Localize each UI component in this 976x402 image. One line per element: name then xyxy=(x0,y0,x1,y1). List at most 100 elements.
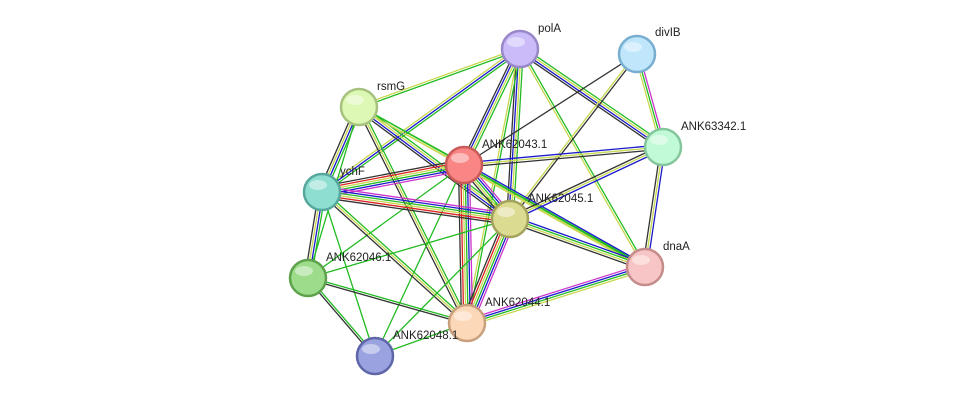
edge-evidence-line xyxy=(517,51,662,151)
edge-evidence-line xyxy=(519,49,663,149)
edge-evidence-line xyxy=(464,164,469,323)
edge-divib-ank62045-1 xyxy=(508,52,639,221)
edge-evidence-line xyxy=(320,158,464,188)
edge-pola-ychf xyxy=(320,46,522,195)
node-circle[interactable] xyxy=(500,29,540,69)
node-circle[interactable] xyxy=(617,34,657,74)
edge-pola-dnaa xyxy=(518,48,647,268)
edge-evidence-line xyxy=(320,193,466,326)
edge-rsmg-ank62044-1 xyxy=(356,105,470,325)
edge-evidence-line xyxy=(464,49,522,166)
edge-evidence-line xyxy=(462,165,467,324)
edge-evidence-line xyxy=(322,169,466,199)
node-rsmg[interactable] xyxy=(339,87,379,127)
edge-ank62045-1-ank62046-1 xyxy=(307,218,511,279)
node-ank62043-1[interactable] xyxy=(444,145,484,185)
edge-divib-ank62043-1 xyxy=(463,53,638,166)
edge-evidence-line xyxy=(321,163,464,192)
edge-evidence-line xyxy=(321,192,510,221)
node-highlight xyxy=(507,37,525,47)
edge-ank62045-1-dnaa xyxy=(508,215,647,271)
node-label-ank62048-1: ANK62048.1 xyxy=(393,330,458,342)
edge-evidence-line xyxy=(466,50,524,167)
edge-ank62043-1-ank62048-1 xyxy=(374,164,465,357)
edge-pola-ank62044-1 xyxy=(465,48,522,324)
node-highlight xyxy=(295,266,313,276)
edge-evidence-line xyxy=(510,49,522,220)
edge-evidence-line xyxy=(457,165,463,324)
node-dnaa[interactable] xyxy=(625,247,665,287)
edge-pola-ank63342-1 xyxy=(517,45,666,151)
edge-evidence-line xyxy=(321,191,468,324)
edge-evidence-line xyxy=(464,148,664,168)
node-ank62046-1[interactable] xyxy=(288,258,328,298)
node-circle[interactable] xyxy=(625,247,665,287)
node-circle[interactable] xyxy=(643,127,683,167)
node-highlight xyxy=(632,255,650,265)
node-highlight xyxy=(309,180,327,190)
node-circle[interactable] xyxy=(355,336,395,376)
edge-evidence-line xyxy=(360,105,470,323)
edge-evidence-line xyxy=(464,162,647,266)
node-label-ank62044-1: ANK62044.1 xyxy=(485,297,550,309)
edge-evidence-line xyxy=(322,165,465,194)
node-ank62045-1[interactable] xyxy=(490,199,530,239)
node-highlight xyxy=(497,207,515,217)
node-highlight xyxy=(624,42,642,52)
edge-ank63342-1-ank62045-1 xyxy=(508,144,665,222)
edge-evidence-line xyxy=(466,164,471,323)
edge-evidence-line xyxy=(508,52,637,219)
edge-ank62043-1-ank62044-1 xyxy=(457,164,474,324)
edge-evidence-line xyxy=(461,216,506,322)
edge-evidence-line xyxy=(321,48,521,193)
node-circle[interactable] xyxy=(339,87,379,127)
node-divib[interactable] xyxy=(617,34,657,74)
node-circle[interactable] xyxy=(288,258,328,298)
edge-evidence-line xyxy=(322,50,522,195)
edge-evidence-line xyxy=(520,47,664,147)
edge-evidence-line xyxy=(465,48,520,323)
edge-evidence-line xyxy=(646,147,666,268)
edge-evidence-line xyxy=(321,191,376,357)
node-pola[interactable] xyxy=(500,29,540,69)
edge-evidence-line xyxy=(467,49,522,324)
edge-pola-rsmg xyxy=(358,47,521,109)
edge-evidence-line xyxy=(463,53,638,166)
edge-evidence-line xyxy=(321,161,464,190)
edge-evidence-line xyxy=(509,219,645,269)
edge-evidence-line xyxy=(358,106,468,324)
edge-evidence-line xyxy=(510,217,646,267)
edge-evidence-line xyxy=(308,276,468,323)
node-circle[interactable] xyxy=(302,172,342,212)
node-ank63342-1[interactable] xyxy=(643,127,683,167)
edge-evidence-line xyxy=(509,146,664,220)
node-circle[interactable] xyxy=(490,199,530,239)
edge-pola-ank62043-1 xyxy=(460,47,524,167)
node-circle[interactable] xyxy=(444,145,484,185)
edge-evidence-line xyxy=(463,146,664,166)
edge-evidence-line xyxy=(374,164,465,357)
edge-evidence-line xyxy=(322,188,511,217)
edge-evidence-line xyxy=(510,148,665,222)
edge-ank62043-1-ank62046-1 xyxy=(307,164,465,279)
edge-evidence-line xyxy=(356,107,466,325)
node-label-ychf: ychF xyxy=(340,166,365,178)
edge-evidence-line xyxy=(644,146,664,268)
edge-ank62043-1-ychf xyxy=(320,158,466,199)
node-label-ank62046-1: ANK62046.1 xyxy=(326,252,391,264)
node-ank62044-1[interactable] xyxy=(447,303,487,343)
edge-evidence-line xyxy=(508,144,663,218)
edge-ank62046-1-ank62044-1 xyxy=(307,276,468,325)
node-ychf[interactable] xyxy=(302,172,342,212)
edge-evidence-line xyxy=(521,45,666,145)
edge-ank63342-1-dnaa xyxy=(642,146,666,268)
edge-evidence-line xyxy=(508,221,645,271)
node-circle[interactable] xyxy=(447,303,487,343)
edge-evidence-line xyxy=(520,48,647,267)
node-ank62048-1[interactable] xyxy=(355,336,395,376)
edge-ank62045-1-ank62048-1 xyxy=(374,218,511,357)
node-label-rsmg: rsmG xyxy=(377,81,405,93)
edge-evidence-line xyxy=(322,185,511,215)
node-label-ank62045-1: ANK62045.1 xyxy=(528,193,593,205)
